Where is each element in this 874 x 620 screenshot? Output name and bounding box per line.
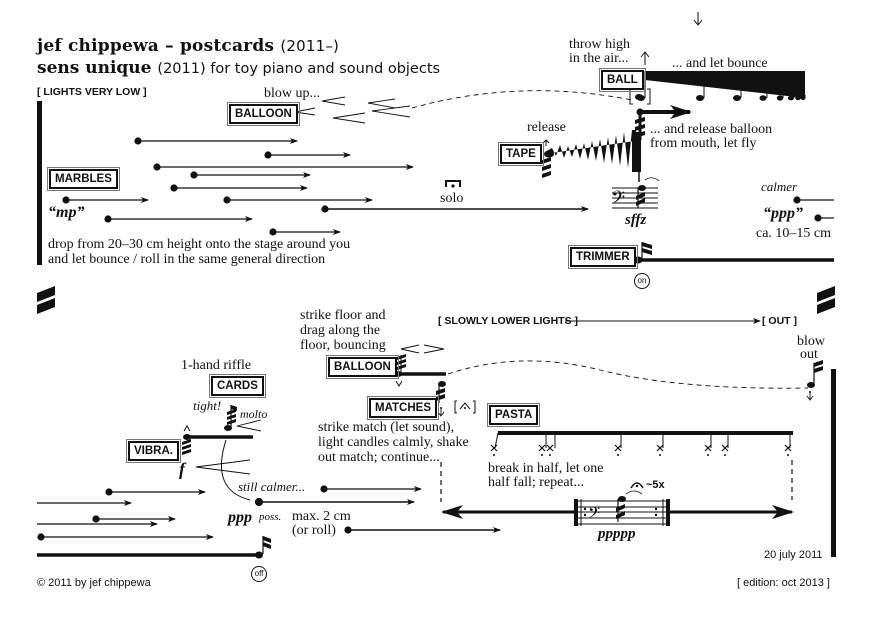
balloon-bounce-hairpins: [400, 344, 445, 354]
trimmer-label: TRIMMER: [568, 245, 638, 269]
copyright: © 2011 by jef chippewa: [37, 577, 151, 589]
ball-bounce-instruction: ... and let bounce: [672, 56, 768, 71]
balloon-instruction: blow up...: [264, 86, 320, 101]
pasta-beam: [490, 431, 793, 456]
marbles-instruction-1: drop from 20–30 cm height onto the stage…: [48, 237, 351, 252]
tape-release-arrow-icon: [542, 139, 550, 146]
arrow-down-icon: [693, 12, 703, 26]
accent-bracket: [454, 400, 476, 414]
matches-label: MATCHES: [366, 396, 440, 420]
edition-note: [ edition: oct 2013 ]: [737, 577, 830, 589]
vibra-line: [182, 425, 253, 501]
marble-arrows: [62, 137, 589, 236]
system-separator-right: [817, 286, 835, 314]
lights-cue: [ LIGHTS VERY LOW ]: [37, 86, 147, 98]
cards-instruction: 1-hand riffle: [181, 358, 252, 373]
vibra-label: VIBRA.: [126, 439, 181, 463]
bass-clef-icon: 𝄢: [611, 188, 625, 213]
trimmer-on-indicator: on: [634, 273, 650, 289]
distance-instruction: ca. 10–15 cm: [756, 226, 832, 241]
bass-clef-icon: 𝄢: [588, 504, 600, 526]
piece-name: sens unique: [37, 58, 152, 78]
balloon2-instruction-3: floor, bouncing: [300, 338, 386, 353]
tight-direction: tight!: [193, 398, 222, 413]
marbles-dynamic: “mp”: [48, 204, 85, 221]
blow-out-2: out: [800, 347, 818, 362]
ball-instruction-2: in the air...: [569, 51, 629, 66]
or-roll: (or roll): [292, 523, 336, 538]
balloon-drag-line: [394, 354, 446, 387]
composition-date: 20 july 2011: [764, 549, 823, 561]
series-title: jef chippewa – postcards: [37, 36, 275, 56]
ball-bouncing-notes: [637, 71, 806, 101]
pasta-x-noteheads: [490, 444, 792, 452]
system-barline-left-1: [37, 101, 42, 265]
ppp-poss-dynamic: ppp: [228, 509, 252, 526]
balloon-label: BALLOON: [227, 102, 300, 126]
piece-subtitle: (2011) for toy piano and sound objects: [157, 61, 441, 77]
trimmer-off-line: [37, 536, 271, 559]
ppppp-dynamic: ppppp: [598, 526, 636, 542]
tape-instruction: release: [527, 120, 566, 135]
piece-title: sens unique (2011) for toy piano and sou…: [37, 58, 440, 78]
sffz-note: [636, 185, 646, 208]
trimmer-line: [633, 242, 834, 264]
lights-cue-start: [ SLOWLY LOWER LIGHTS ]: [438, 315, 578, 327]
ball-instruction-1: throw high: [569, 37, 631, 52]
series-years: (2011–): [280, 37, 340, 55]
solo-label: solo: [440, 191, 464, 206]
balloon2-label: BALLOON: [326, 355, 399, 379]
cards-label: CARDS: [209, 374, 266, 398]
molto-direction: molto: [240, 407, 268, 421]
marbles-instruction-2: and let bounce / roll in the same genera…: [48, 252, 326, 267]
vibra-dynamic: f: [179, 459, 185, 479]
balloon2-instruction-2: drag along the: [300, 323, 381, 338]
system-barline-right-2: [831, 369, 836, 557]
ball-label: BALL: [599, 68, 646, 92]
pasta-instruction-1: break in half, let one: [488, 461, 604, 476]
piece-series-title: jef chippewa – postcards (2011–): [37, 36, 339, 56]
arrow-up-icon: [640, 51, 650, 65]
ppp-dynamic: “ppp”: [763, 205, 803, 222]
solo-mark: [445, 180, 461, 188]
matches-instruction-2: light candles calmly, shake: [318, 435, 469, 450]
repeat-note: [616, 490, 643, 522]
blow-out-1: blow: [797, 334, 825, 349]
blow-out-note: [806, 360, 823, 401]
still-calmer-direction: still calmer...: [238, 479, 306, 494]
poss-word: poss.: [259, 511, 282, 523]
pasta-instruction-2: half fall; repeat...: [488, 475, 585, 490]
release-balloon-1: ... and release balloon: [650, 122, 773, 137]
balloon-trajectory-dashed: [411, 90, 633, 109]
calmer-direction: calmer: [761, 179, 798, 194]
tape-label: TAPE: [498, 142, 544, 166]
release-balloon-2: from mouth, let fly: [650, 136, 757, 151]
cards-note: [224, 405, 262, 432]
max-distance: max. 2 cm: [292, 509, 351, 524]
balloon2-instruction-1: strike floor and: [300, 308, 386, 323]
repeat-staff: [574, 499, 670, 526]
sffz-staff: [612, 177, 660, 209]
calmer-lines: [793, 196, 834, 222]
tape-noise: [542, 130, 641, 182]
pasta-label: PASTA: [486, 403, 541, 427]
lights-cue-end: [ OUT ]: [762, 315, 797, 327]
candle-trajectory-dashed: [447, 360, 809, 389]
matches-instruction-3: out match; continue...: [318, 450, 440, 465]
trimmer-off-indicator: off: [251, 566, 267, 582]
fermata-icon: [630, 482, 644, 489]
system-separator-left: [37, 286, 55, 314]
bottom-arrows: [37, 485, 501, 541]
ball-arrows: [640, 12, 703, 65]
matches-instruction-1: strike match (let sound),: [318, 420, 455, 435]
marbles-label: MARBLES: [47, 167, 120, 191]
sffz-dynamic: sffz: [625, 212, 647, 228]
repeat-count: ~5x: [646, 479, 665, 491]
